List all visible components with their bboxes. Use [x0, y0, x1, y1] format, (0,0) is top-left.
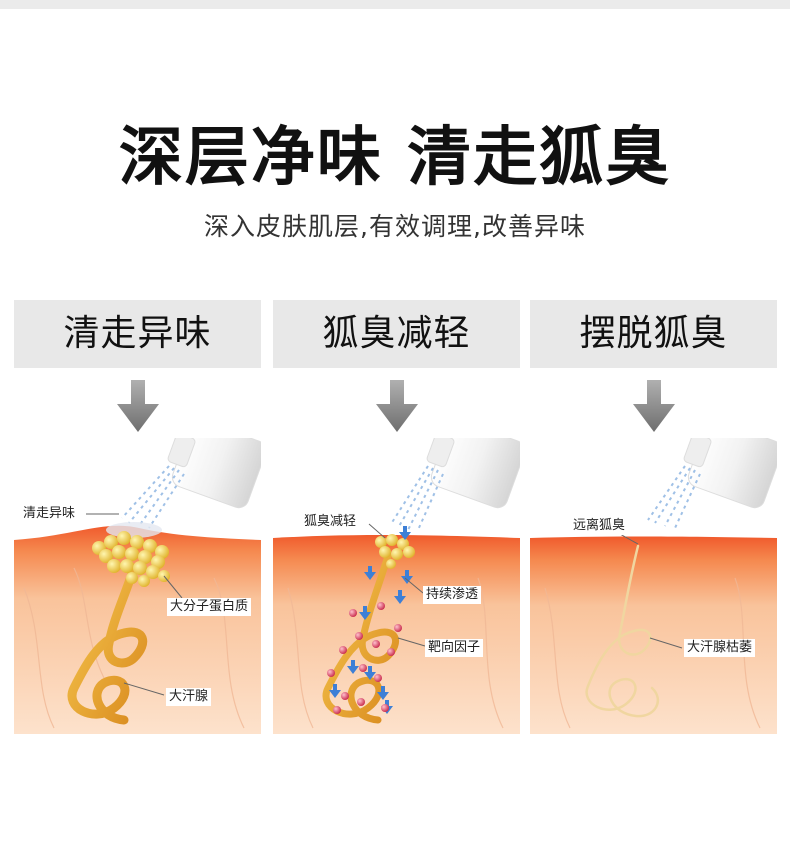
protein-particles	[92, 531, 170, 587]
callout-target-factor: 靶向因子	[425, 639, 484, 657]
top-band	[0, 0, 790, 9]
spray-bottle	[167, 438, 261, 509]
down-arrow-icon	[633, 380, 675, 432]
illustration-clear-odor	[14, 438, 261, 734]
callout-protein: 大分子蛋白质	[167, 598, 252, 616]
panel-label-1: 清走异味	[14, 300, 261, 368]
callout-far-from-odor: 远离狐臭	[570, 517, 629, 535]
spray-mist	[390, 465, 444, 531]
spray-mist	[121, 465, 185, 529]
callout-gland: 大汗腺	[166, 688, 212, 706]
sweat-gland	[67, 563, 148, 725]
illustration-odor-gone	[530, 438, 777, 734]
panel-label-2: 狐臭减轻	[273, 300, 520, 368]
illustration-odor-reduced	[273, 438, 520, 734]
page-title: 深层净味 清走狐臭	[118, 121, 672, 195]
callout-gland-withered: 大汗腺枯萎	[684, 639, 756, 657]
callout-penetration: 持续渗透	[423, 586, 482, 604]
down-arrow-icon	[117, 380, 159, 432]
skin-layer	[530, 536, 777, 734]
target-factors	[327, 602, 402, 714]
sweat-gland	[322, 552, 400, 724]
callout-clear-odor: 清走异味	[20, 505, 79, 523]
spray-mist	[647, 465, 701, 529]
withered-gland	[585, 544, 659, 718]
protein-particles	[375, 534, 415, 569]
down-arrow-icon	[376, 380, 418, 432]
spray-bottle	[426, 438, 520, 509]
panel-label-3: 摆脱狐臭	[530, 300, 777, 368]
spray-bottle	[683, 438, 777, 509]
callout-odor-reduced: 狐臭减轻	[301, 513, 360, 531]
page-subtitle: 深入皮肤肌层,有效调理,改善异味	[204, 212, 586, 241]
